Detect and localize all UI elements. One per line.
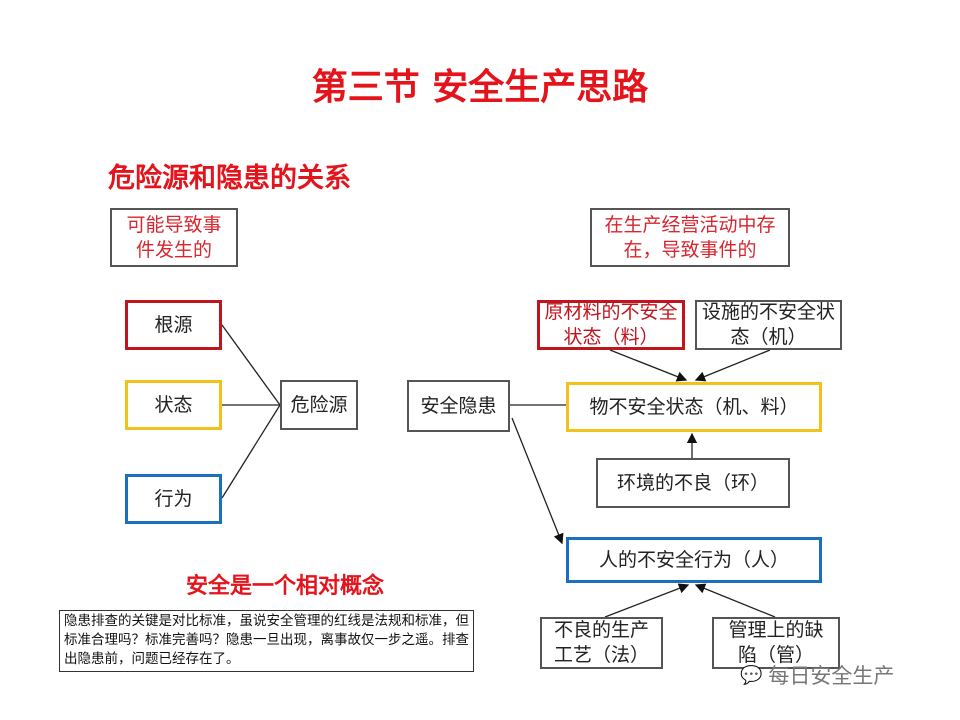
source-root-box: 根源 xyxy=(125,300,222,350)
material-state-box: 原材料的不安全状态（料） xyxy=(537,300,685,350)
wechat-icon: 💬 xyxy=(740,664,763,686)
watermark-text: 每日安全生产 xyxy=(768,664,895,688)
process-box: 不良的生产工艺（法） xyxy=(540,617,663,669)
watermark: 💬 每日安全生产 xyxy=(740,660,894,690)
note-text-box: 隐患排查的关键是对比标准，虽说安全管理的红线是法规和标准，但标准合理吗？标准完善… xyxy=(59,610,474,672)
source-behavior-box: 行为 xyxy=(125,474,222,524)
relative-concept-heading: 安全是一个相对概念 xyxy=(186,574,385,599)
hazard-definition-box: 可能导致事件发生的 xyxy=(110,208,238,267)
environment-box: 环境的不良（环） xyxy=(596,458,790,508)
hidden-danger-definition-box: 在生产经营活动中存在，导致事件的 xyxy=(590,208,790,267)
human-behavior-box: 人的不安全行为（人） xyxy=(566,537,822,583)
hazard-box: 危险源 xyxy=(280,380,358,430)
section-subtitle: 危险源和隐患的关系 xyxy=(108,163,351,194)
management-box: 管理上的缺陷（管） xyxy=(712,617,840,669)
source-state-box: 状态 xyxy=(125,380,222,430)
facility-state-box: 设施的不安全状态（机） xyxy=(695,300,842,350)
object-state-box: 物不安全状态（机、料） xyxy=(566,382,822,432)
hidden-danger-box: 安全隐患 xyxy=(407,380,510,432)
page-title: 第三节 安全生产思路 xyxy=(311,67,649,108)
